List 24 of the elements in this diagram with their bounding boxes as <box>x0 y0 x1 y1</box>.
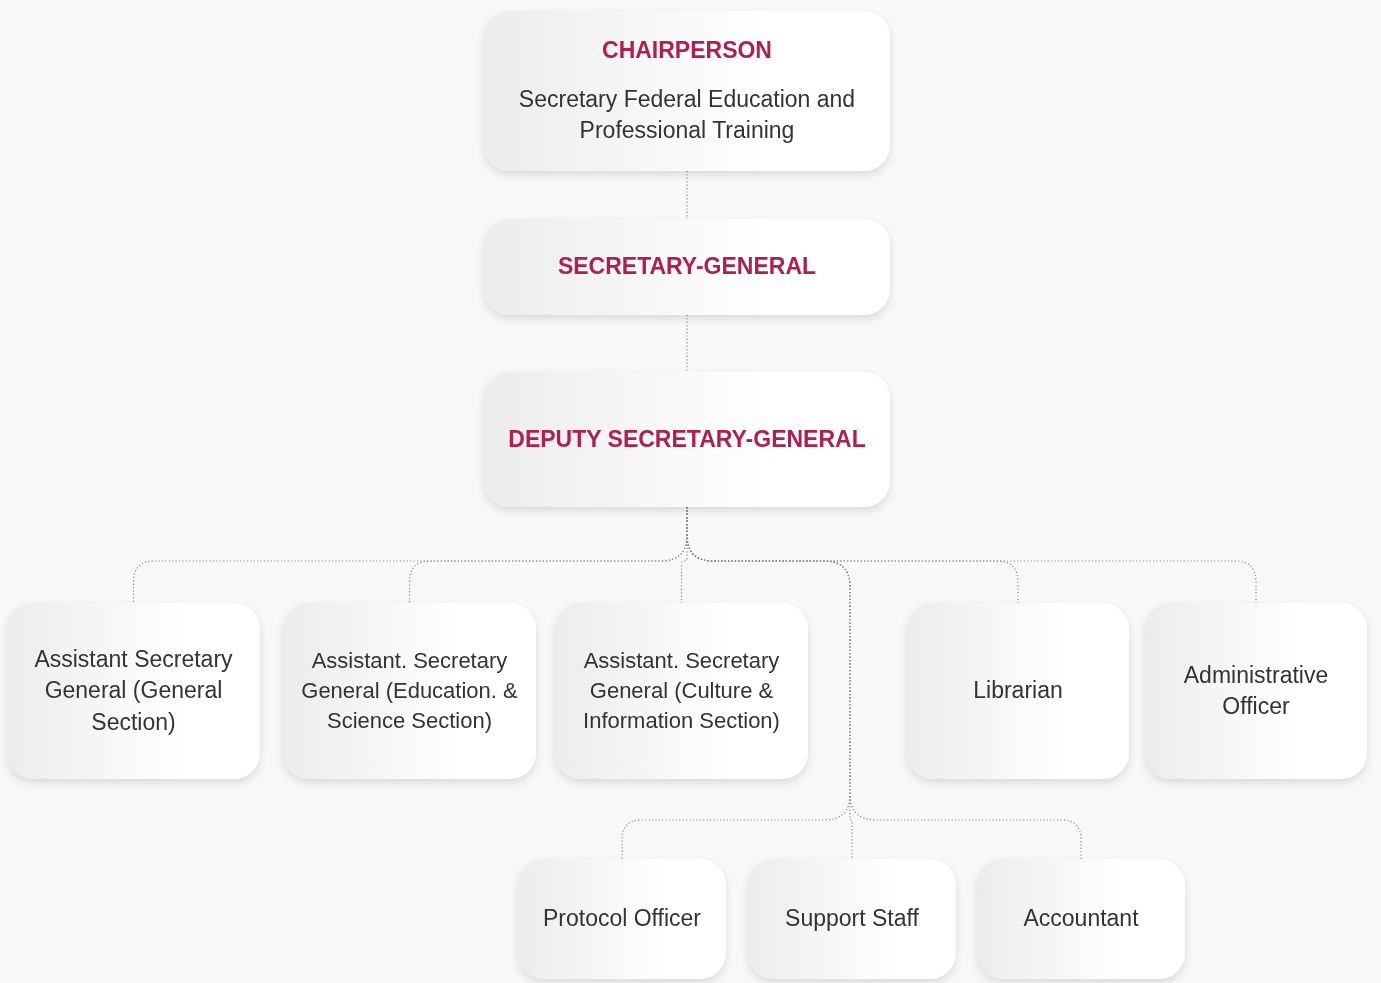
connector-line <box>686 314 688 373</box>
org-box <box>1145 603 1367 779</box>
org-box <box>484 372 890 507</box>
org-box <box>748 859 956 979</box>
role-description: Librarian <box>973 676 1063 706</box>
org-box <box>907 603 1129 779</box>
org-box <box>555 603 808 779</box>
role-description: Administrative Officer <box>1182 660 1330 721</box>
role-title: CHAIRPERSON <box>602 35 772 65</box>
org-box <box>484 219 890 315</box>
role-description: Accountant <box>1023 904 1139 934</box>
org-box <box>484 11 890 171</box>
role-description: Assistant. Secretary General (Education. & Science Section) <box>300 647 519 735</box>
org-box <box>977 859 1185 979</box>
org-box <box>283 603 536 779</box>
org-box <box>518 859 726 979</box>
role-description: Assistant Secretary General (General Section) <box>33 645 234 737</box>
role-title: DEPUTY SECRETARY-GENERAL <box>508 424 866 454</box>
role-description: Secretary Federal Education and Professional Training <box>517 84 857 145</box>
role-description: Assistant. Secretary General (Culture & Information Section) <box>582 647 781 735</box>
role-description: Protocol Officer <box>542 904 702 934</box>
role-title: SECRETARY-GENERAL <box>557 252 817 282</box>
role-description: Support Staff <box>785 904 919 934</box>
org-box <box>7 603 260 779</box>
